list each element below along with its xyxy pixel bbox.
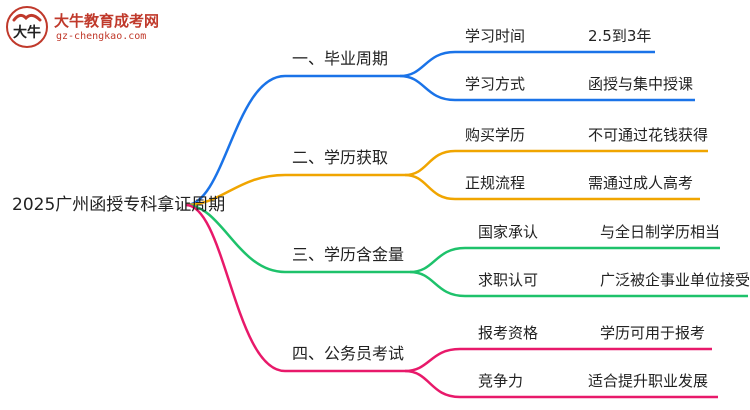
leaf-4-2-label: 竞争力 <box>478 372 524 390</box>
leaf-1-1-label: 学习时间 <box>465 27 526 45</box>
leaf-3-2-label: 求职认可 <box>478 271 539 289</box>
connector-branch4-leaf1 <box>404 347 712 373</box>
leaf-2-1-label: 购买学历 <box>465 126 526 144</box>
root-topic: 2025广州函授专科拿证周期 <box>12 195 226 215</box>
leaf-2-1-value: 不可通过花钱获得 <box>588 126 709 144</box>
branch-3-label: 三、学历含金量 <box>292 245 405 264</box>
branch-2-label: 二、学历获取 <box>292 148 389 167</box>
leaf-4-1-value: 学历可用于报考 <box>600 324 706 342</box>
logo: 大牛 大牛教育成考网 gz-chengkao.com <box>4 4 174 50</box>
leaf-3-2-value: 广泛被企事业单位接受 <box>600 271 750 289</box>
connector-branch1-leaf1 <box>399 50 655 78</box>
logo-title: 大牛教育成考网 <box>54 12 160 30</box>
connector-root-branch1 <box>185 74 400 207</box>
leaf-4-2-value: 适合提升职业发展 <box>588 372 709 390</box>
leaf-1-2-value: 函授与集中授课 <box>588 75 694 93</box>
branch-4-label: 四、公务员考试 <box>292 344 405 363</box>
connector-branch3-leaf2 <box>409 270 748 298</box>
svg-text:大牛: 大牛 <box>13 24 41 41</box>
bull-logo-icon: 大牛 <box>6 6 48 48</box>
connector-root-branch3 <box>185 203 410 274</box>
leaf-2-2-value: 需通过成人高考 <box>588 174 694 192</box>
connector-root-branch4 <box>185 203 405 373</box>
leaf-1-2-label: 学习方式 <box>465 75 526 93</box>
branch-1-label: 一、毕业周期 <box>292 49 389 68</box>
connector-branch2-leaf2 <box>404 173 700 201</box>
connector-branch2-leaf1 <box>404 149 708 177</box>
leaf-4-1-label: 报考资格 <box>478 324 539 342</box>
leaf-2-2-label: 正规流程 <box>465 174 526 192</box>
leaf-3-1-value: 与全日制学历相当 <box>600 223 721 241</box>
leaf-1-1-value: 2.5到3年 <box>588 27 652 45</box>
connector-branch3-leaf1 <box>409 246 720 274</box>
logo-url: gz-chengkao.com <box>56 31 147 42</box>
leaf-3-1-label: 国家承认 <box>478 223 539 241</box>
connector-root-branch2 <box>185 173 405 207</box>
connector-branch4-leaf2 <box>404 369 718 399</box>
connector-branch1-leaf2 <box>399 74 695 102</box>
